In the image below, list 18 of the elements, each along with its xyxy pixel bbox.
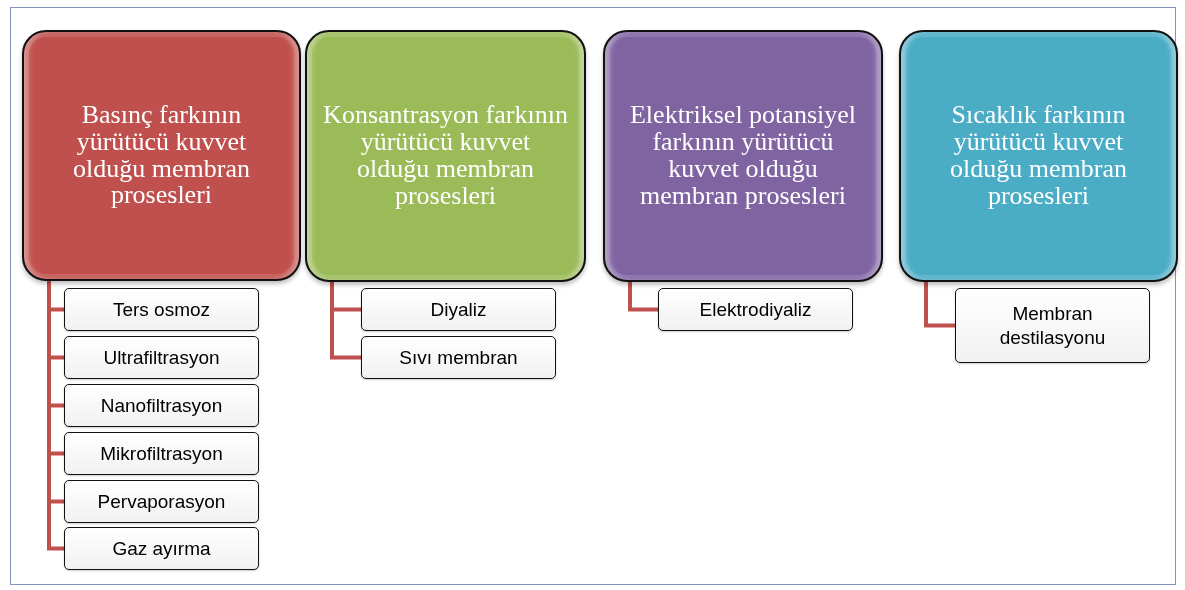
- process-box: Diyaliz: [361, 288, 556, 331]
- category-box: Elektriksel potansiyel farkının yürütücü kuvvet olduğu membran prosesleri: [603, 30, 883, 282]
- process-box: Mikrofiltrasyon: [64, 432, 259, 475]
- connector-line: [47, 281, 64, 551]
- process-box: Membran destilasyonu: [955, 288, 1150, 363]
- connector-line: [330, 282, 361, 360]
- process-box: Ultrafiltrasyon: [64, 336, 259, 379]
- connector-line: [628, 282, 658, 312]
- category-box: Sıcaklık farkının yürütücü kuvvet olduğu membran prosesleri: [899, 30, 1178, 282]
- category-box: Basınç farkının yürütücü kuvvet olduğu membran prosesleri: [22, 30, 301, 281]
- category-box: Konsantrasyon farkının yürütücü kuvvet olduğu membran prosesleri: [305, 30, 586, 282]
- process-box: Ters osmoz: [64, 288, 259, 331]
- process-box: Gaz ayırma: [64, 527, 259, 570]
- process-box: Nanofiltrasyon: [64, 384, 259, 427]
- connector-line: [924, 282, 955, 328]
- process-box: Elektrodiyaliz: [658, 288, 853, 331]
- process-box: Sıvı membran: [361, 336, 556, 379]
- process-box: Pervaporasyon: [64, 480, 259, 523]
